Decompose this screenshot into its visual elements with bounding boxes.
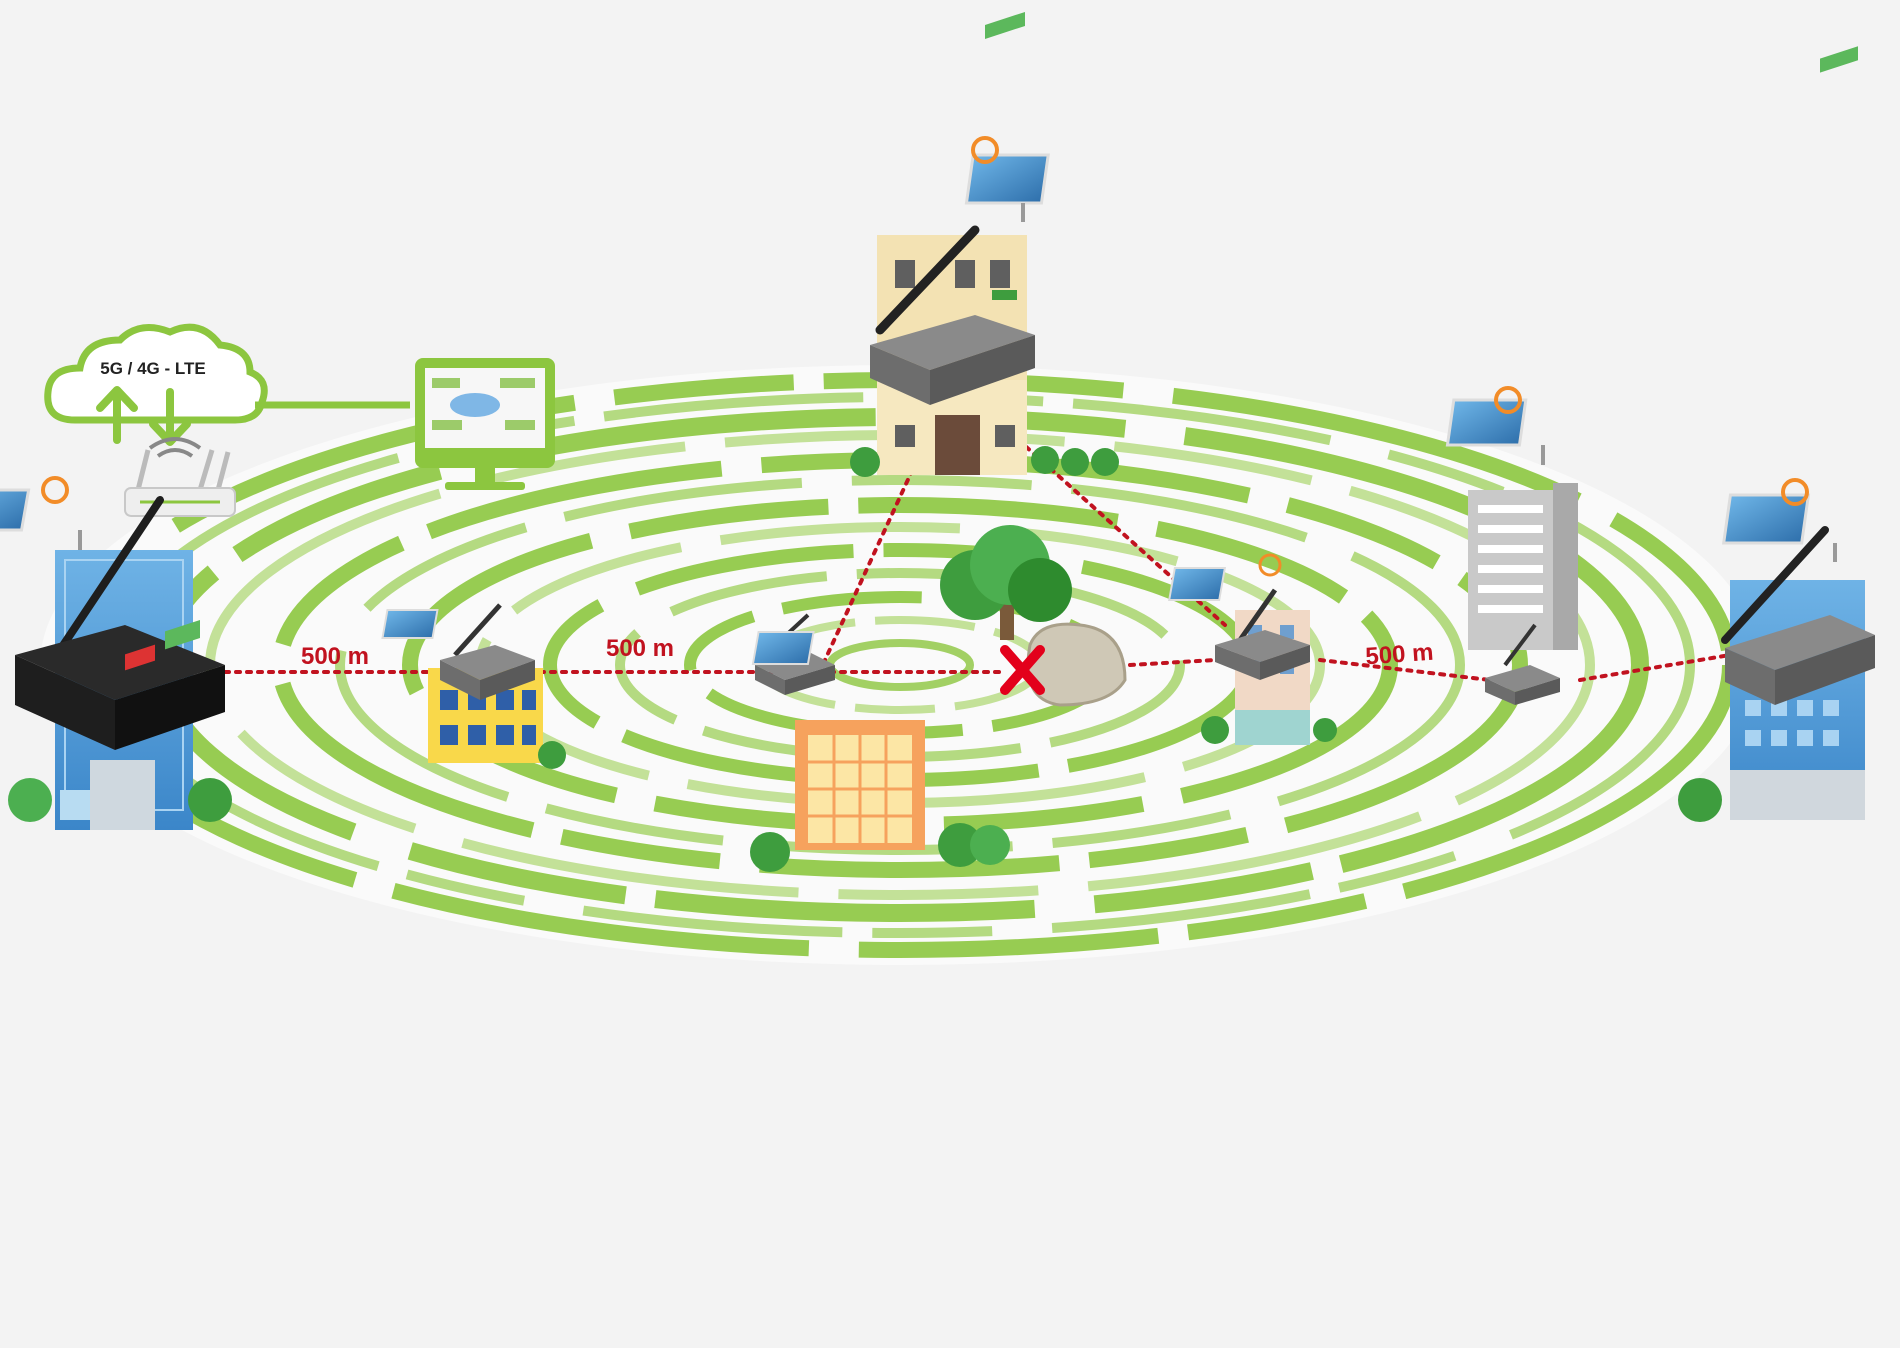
router-main [15, 496, 225, 750]
sun-icon [1494, 386, 1522, 414]
gateway-gray [1485, 623, 1560, 705]
building-center [750, 720, 1010, 872]
solar-panel-icon [751, 631, 815, 665]
cloud-label: 5G / 4G - LTE [100, 359, 205, 378]
antenna-icon [56, 496, 164, 654]
building-blue-tower [1678, 580, 1865, 822]
monitor-icon [415, 358, 555, 490]
solar-panel-icon [381, 609, 439, 639]
antenna-icon [875, 225, 980, 335]
upload-arrow-icon [96, 386, 138, 444]
wifi-router-icon [124, 437, 236, 517]
solar-panel-icon [1168, 567, 1227, 601]
sun-icon [1781, 478, 1809, 506]
solar-panel-icon [1721, 493, 1837, 562]
download-arrow-icon [149, 388, 191, 446]
gateway-right-small [1215, 588, 1310, 680]
sun-icon [41, 476, 69, 504]
block-cross-icon [1000, 645, 1045, 695]
building-gray [1468, 483, 1578, 650]
cloud-icon: 5G / 4G - LTE [44, 323, 268, 446]
sun-icon [1258, 553, 1282, 577]
solar-panel-icon [964, 153, 1050, 222]
sun-icon [971, 136, 999, 164]
distance-label-3: 500 m [1365, 639, 1435, 671]
antenna-icon [1721, 526, 1829, 644]
link-right-to-gray-gateway [1318, 658, 1492, 682]
gateway-blue-tower [1721, 46, 1875, 705]
link-rock-to-right-building [1128, 658, 1217, 667]
tree-icon [940, 525, 1072, 640]
distance-label-1: 500 m [301, 643, 369, 670]
gateway-top [870, 11, 1035, 405]
solar-panel-icon [0, 488, 82, 550]
distance-label-2: 500 m [606, 635, 674, 662]
link-gray-to-blue-tower [1578, 653, 1732, 682]
rock-icon [1026, 622, 1127, 707]
gateway-yellow [440, 603, 535, 700]
